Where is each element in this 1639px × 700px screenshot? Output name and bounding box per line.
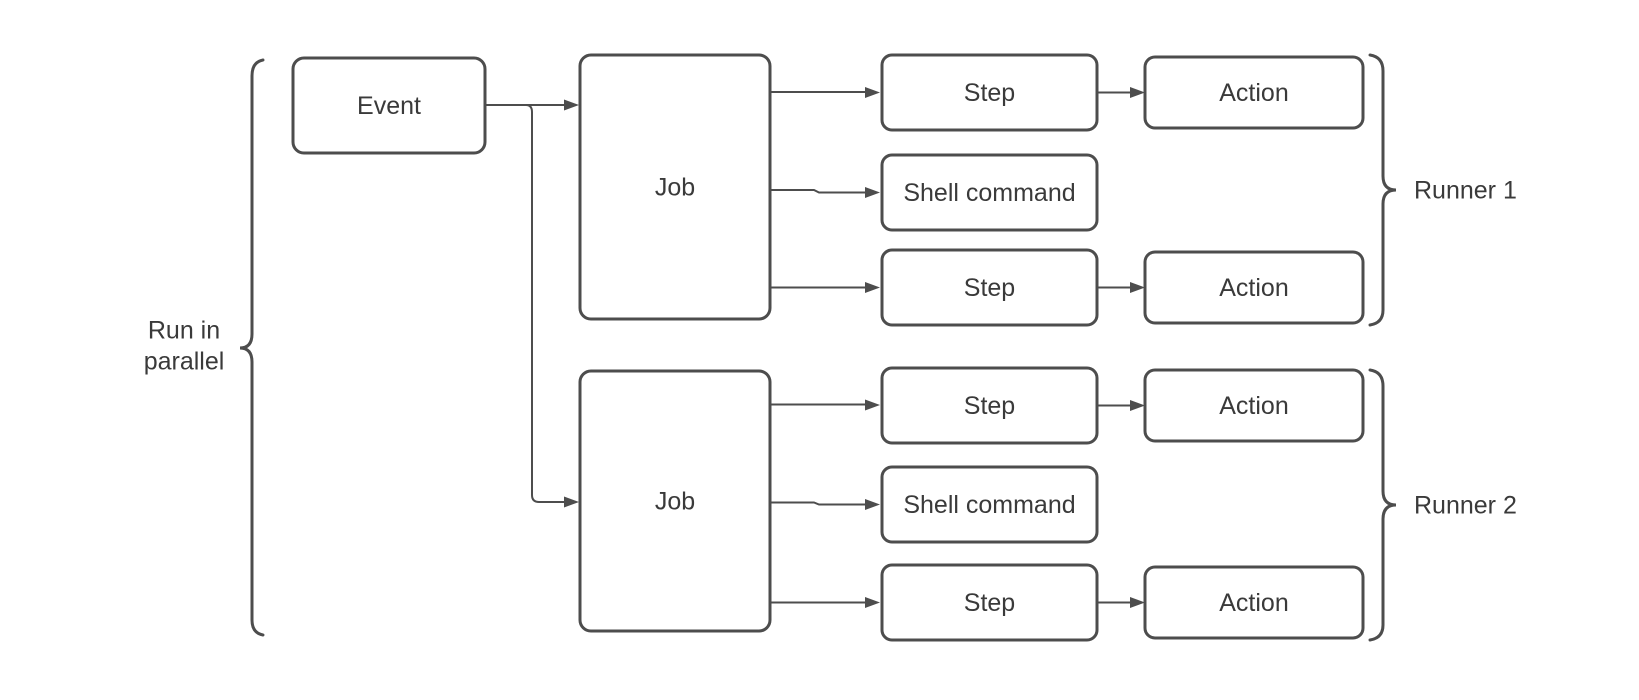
action-node-3: Action (1143, 368, 1365, 443)
arrowhead-icon (865, 87, 880, 98)
action-node-2-label: Action (1219, 274, 1288, 302)
action-node-4: Action (1143, 565, 1365, 640)
shell-command-node-1-label: Shell command (903, 179, 1075, 207)
arrowhead-icon (564, 496, 579, 508)
job-node-1: Job (578, 53, 772, 321)
arrowhead-icon (564, 99, 579, 111)
connector-step2-to-action2 (1097, 282, 1145, 293)
step-node-2: Step (880, 248, 1099, 327)
step-node-3-label: Step (964, 392, 1015, 420)
arrowhead-icon (1130, 87, 1145, 98)
run-in-parallel-label-line1: Run in (148, 317, 220, 345)
arrowhead-icon (865, 499, 880, 510)
arrowhead-icon (1130, 400, 1145, 411)
event-node-label: Event (357, 92, 421, 120)
arrowhead-icon (865, 282, 880, 293)
action-node-2: Action (1143, 250, 1365, 325)
arrowhead-icon (1130, 597, 1145, 608)
connector-step3-to-action3 (1097, 400, 1145, 411)
connector-job1-to-step1 (770, 87, 880, 98)
connector-job2-to-shell2 (770, 499, 880, 510)
arrowhead-icon (865, 597, 880, 608)
runner-1-label: Runner 1 (1414, 177, 1517, 205)
step-node-3: Step (880, 366, 1099, 445)
action-node-1: Action (1143, 55, 1365, 130)
connector-event-to-job1 (485, 99, 579, 111)
job-node-1-label: Job (655, 174, 695, 202)
arrowhead-icon (865, 187, 880, 198)
connector-step1-to-action1 (1097, 87, 1145, 98)
connector-job1-to-step2 (770, 282, 880, 293)
curly-brace-runner-1 (1368, 53, 1397, 327)
connector-job2-to-step4 (770, 597, 880, 608)
arrowhead-icon (865, 399, 880, 411)
run-in-parallel-label: Run in parallel (144, 317, 225, 376)
job-node-2-label: Job (655, 488, 695, 516)
runner-2-label: Runner 2 (1414, 492, 1517, 520)
arrowhead-icon (1130, 282, 1145, 293)
connector-job1-to-shell1 (770, 187, 880, 198)
step-node-1: Step (880, 53, 1099, 132)
event-node: Event (291, 56, 487, 155)
step-node-2-label: Step (964, 274, 1015, 302)
step-node-4-label: Step (964, 589, 1015, 617)
action-node-4-label: Action (1219, 589, 1288, 617)
action-node-3-label: Action (1219, 392, 1288, 420)
action-node-1-label: Action (1219, 79, 1288, 107)
run-in-parallel-label-line2: parallel (144, 348, 225, 376)
shell-command-node-2: Shell command (880, 465, 1099, 544)
connector-event-to-job2 (525, 104, 579, 508)
shell-command-node-1: Shell command (880, 153, 1099, 232)
shell-command-node-2-label: Shell command (903, 491, 1075, 519)
job-node-2: Job (578, 369, 772, 633)
step-node-1-label: Step (964, 79, 1015, 107)
curly-brace-runner-2 (1368, 368, 1397, 642)
connector-step4-to-action4 (1097, 597, 1145, 608)
step-node-4: Step (880, 563, 1099, 642)
connector-job2-to-step3 (770, 399, 880, 411)
curly-brace-run-in-parallel (239, 58, 265, 637)
